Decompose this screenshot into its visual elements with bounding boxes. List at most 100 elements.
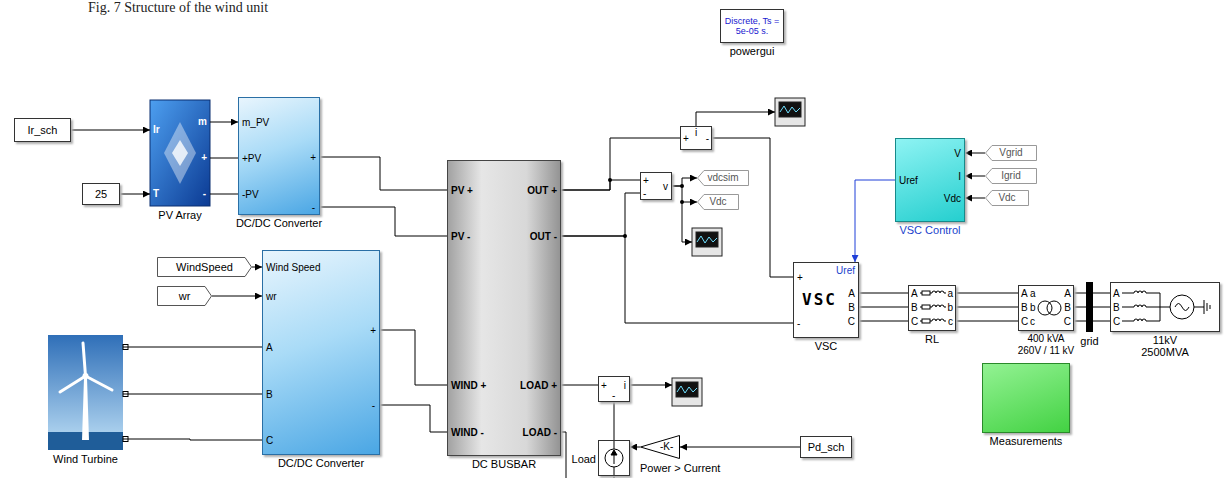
port-label: C	[911, 316, 918, 328]
power-connection	[123, 347, 262, 348]
solver-setting: Discrete, Ts = 5e-05 s.	[721, 16, 783, 36]
bus-bar: grid	[1086, 282, 1093, 332]
port-label: A	[1064, 288, 1071, 300]
port-label: c	[1030, 316, 1035, 328]
signal-line	[672, 186, 697, 202]
power-connection	[210, 158, 238, 159]
signal-line	[252, 267, 262, 268]
port-label: c	[948, 316, 953, 328]
port-label: LOAD -	[523, 427, 557, 439]
source-block: Pd_sch	[800, 436, 852, 458]
port-label: LOAD +	[520, 380, 557, 392]
port-label: i	[624, 380, 626, 392]
block-name: VSC	[815, 340, 838, 352]
port-label: C	[1064, 316, 1071, 328]
power-connection	[561, 385, 598, 386]
current-measurement: +i-	[598, 376, 630, 402]
block-name: DC BUSBAR	[472, 458, 536, 470]
tag-name: WindSpeed	[176, 261, 233, 274]
port-label: -	[372, 400, 375, 412]
port-label: m	[198, 116, 207, 128]
port-label: T	[153, 188, 159, 200]
block-outline	[986, 191, 1029, 206]
port-label: b	[947, 302, 953, 314]
dc-busbar-block: PV +PV -WIND +WIND -OUT +OUT -LOAD +LOAD…	[447, 160, 561, 456]
solver-block: Discrete, Ts = 5e-05 s.powergui	[720, 9, 784, 43]
port-label: +	[370, 325, 376, 337]
signal-wire	[561, 112, 775, 478]
power-connection	[956, 307, 1018, 308]
power-connection	[1074, 293, 1086, 294]
control-subsystem: UrefVIVdcVSC Control	[895, 138, 965, 222]
power-connection	[320, 207, 447, 236]
measurement-subsystem: Measurements	[982, 363, 1070, 433]
port-label: Ir	[153, 124, 160, 136]
port-label: +	[797, 272, 803, 284]
power-connection	[561, 180, 640, 190]
block-name: 400 kVA 260V / 11 kV	[1016, 333, 1077, 357]
power-connection	[123, 394, 262, 395]
power-connection	[956, 321, 1018, 322]
tag-name: vdcsim	[707, 172, 738, 184]
power-connection	[210, 194, 238, 195]
block-name: DC/DC Converter	[278, 457, 364, 469]
port-label: +	[643, 175, 649, 187]
block-outline	[986, 169, 1037, 184]
vsc-block: +-VSCUrefABCVSC	[793, 262, 859, 338]
source-name: Pd_sch	[808, 441, 845, 454]
block-name: grid	[1080, 335, 1098, 347]
tag-name: wr	[179, 290, 191, 303]
figure-caption: Fig. 7 Structure of the wind unit	[88, 0, 268, 15]
transformer-symbol	[1018, 285, 1074, 331]
block-name: Power > Current	[640, 462, 720, 475]
port-label: A	[266, 342, 273, 354]
goto-tag: Vdc	[697, 194, 739, 210]
port-label: -	[706, 133, 709, 145]
power-connection	[1074, 321, 1086, 322]
port-label: PV +	[451, 185, 473, 197]
constant-block: 25	[82, 183, 120, 205]
tag-name: Igrid	[1001, 170, 1020, 182]
port-label: +	[601, 380, 607, 392]
pv-panel-icon	[150, 100, 210, 206]
port-label: A	[1021, 288, 1028, 300]
port-label: m_PV	[242, 117, 269, 129]
port-label: C	[1113, 316, 1120, 328]
block-outline	[698, 171, 749, 186]
port-label: C	[266, 435, 273, 447]
gain-block: -K-Power > Current	[640, 435, 680, 459]
power-connection	[380, 405, 447, 432]
port-label: B	[848, 302, 855, 314]
power-connection	[320, 157, 447, 190]
port-label: Vdc	[944, 193, 961, 205]
port-label: +PV	[242, 153, 261, 165]
source-block: Ir_sch	[14, 118, 71, 142]
power-connection	[859, 293, 908, 294]
port-label: PV -	[451, 231, 470, 243]
from-tag: Vgrid	[985, 145, 1037, 161]
port-label: B	[1113, 302, 1120, 314]
tag-name: Vdc	[709, 196, 726, 208]
power-connection	[1093, 307, 1110, 308]
block-name: 11kV 2500MVA	[1140, 334, 1190, 358]
converter-block: m_PV+PV-PV+-DC/DC Converter	[238, 97, 320, 215]
signal-line	[212, 296, 262, 297]
port-label: B	[1064, 302, 1071, 314]
port-label: Wind Speed	[266, 262, 320, 274]
power-connection	[380, 330, 447, 385]
port-label: b	[1030, 302, 1036, 314]
block-name: DC/DC Converter	[236, 217, 322, 229]
wind-turbine-icon	[48, 335, 128, 450]
port-label: -	[312, 202, 315, 214]
block-name: Measurements	[990, 435, 1063, 447]
port-label: I	[958, 171, 961, 183]
power-connection	[123, 439, 262, 440]
port-label: wr	[266, 291, 277, 303]
block-outline	[641, 436, 680, 459]
block-name: RL	[925, 333, 939, 345]
signal-line	[71, 130, 150, 131]
port-label: -PV	[242, 189, 259, 201]
port-label: WIND +	[451, 380, 486, 392]
port-label: B	[911, 302, 918, 314]
power-connection	[859, 321, 908, 322]
